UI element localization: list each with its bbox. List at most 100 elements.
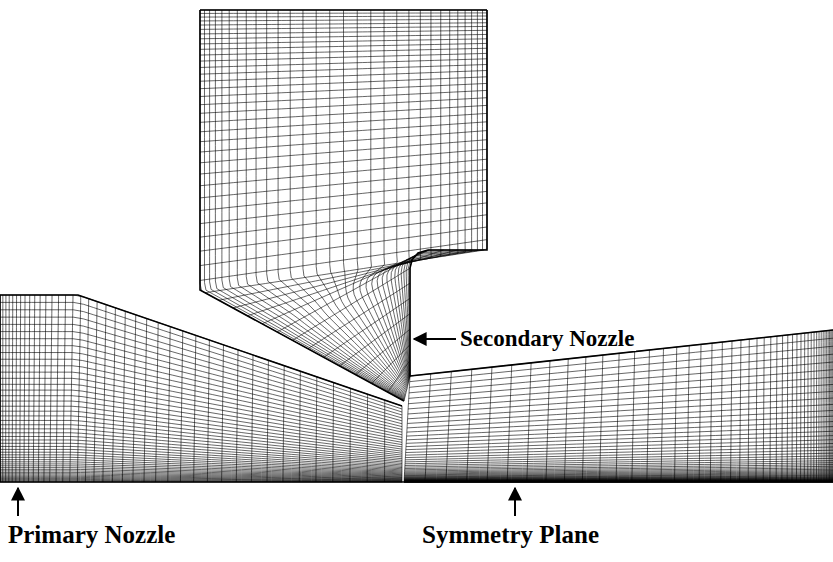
grid-line xyxy=(194,335,196,482)
wall-outline xyxy=(0,481,833,483)
grid-line xyxy=(349,388,351,482)
grid-line xyxy=(315,377,317,482)
wall-outline xyxy=(0,295,1,482)
grid-line xyxy=(404,479,833,481)
grid-line xyxy=(710,343,712,482)
grid-line xyxy=(404,10,472,377)
grid-line xyxy=(406,440,833,453)
grid-line xyxy=(816,332,817,482)
grid-line xyxy=(332,383,334,482)
grid-line xyxy=(507,365,512,482)
grid-line xyxy=(251,355,253,482)
grid-line xyxy=(360,10,408,386)
wall-outline xyxy=(410,10,487,376)
grid-line xyxy=(156,322,159,482)
grid-line xyxy=(0,295,1,482)
grid-line xyxy=(600,355,603,482)
grid-line xyxy=(829,330,830,482)
grid-line xyxy=(787,335,789,482)
grid-line xyxy=(616,353,619,482)
grid-line xyxy=(229,10,404,398)
grid-line xyxy=(407,404,833,427)
grid-line xyxy=(425,374,431,482)
grid-line xyxy=(0,457,402,472)
grid-line xyxy=(0,420,402,457)
grid-line xyxy=(144,319,147,482)
grid-line xyxy=(404,480,833,482)
grid-line xyxy=(112,308,115,482)
grid-line xyxy=(405,450,833,460)
grid-line xyxy=(647,350,650,482)
grid-line xyxy=(781,335,783,482)
grid-line xyxy=(94,302,97,482)
grid-line xyxy=(12,295,14,482)
grid-line xyxy=(0,339,402,424)
grid-line xyxy=(200,10,487,11)
grid-line xyxy=(546,361,550,482)
grid-line xyxy=(38,295,40,482)
leader-arrow xyxy=(514,488,516,516)
grid-line xyxy=(56,295,59,482)
grid-line xyxy=(256,10,405,396)
grid-line xyxy=(405,447,833,458)
grid-line xyxy=(222,345,224,482)
grid-line xyxy=(408,391,833,418)
grid-line xyxy=(406,436,833,450)
grid-line xyxy=(5,295,6,482)
grid-line xyxy=(821,331,822,482)
grid-line xyxy=(406,444,833,456)
grid-line xyxy=(168,327,170,482)
leader-arrow xyxy=(17,488,19,516)
grid-line xyxy=(0,455,402,471)
leader-arrow xyxy=(414,338,456,340)
grid-line xyxy=(407,398,833,423)
grid-line xyxy=(675,347,677,482)
grid-line xyxy=(826,331,827,482)
grid-line xyxy=(813,332,814,482)
grid-line xyxy=(769,337,771,482)
grid-line xyxy=(408,384,833,414)
grid-line xyxy=(404,478,833,480)
grid-line xyxy=(831,330,832,482)
grid-line xyxy=(0,429,402,461)
grid-line xyxy=(0,324,402,418)
grid-line xyxy=(792,334,794,482)
grid-line xyxy=(204,10,404,401)
grid-line xyxy=(24,295,25,482)
grid-line xyxy=(405,453,833,462)
grid-line xyxy=(582,357,586,482)
wall-outline xyxy=(200,10,404,401)
grid-line xyxy=(402,406,403,482)
grid-line xyxy=(405,456,833,464)
grid-line xyxy=(367,394,368,482)
grid-line xyxy=(0,359,402,432)
grid-line xyxy=(763,337,765,482)
grid-line xyxy=(398,10,458,379)
grid-line xyxy=(395,10,450,379)
grid-line xyxy=(0,378,402,440)
grid-line xyxy=(0,396,402,447)
grid-line xyxy=(50,295,52,482)
grid-line xyxy=(409,362,833,398)
grid-line xyxy=(133,315,136,482)
grid-line xyxy=(210,10,405,400)
grid-line xyxy=(407,410,833,432)
grid-line xyxy=(85,299,88,482)
grid-line xyxy=(699,344,701,482)
grid-line xyxy=(19,295,21,482)
grid-line xyxy=(377,10,409,383)
grid-line xyxy=(0,390,402,445)
grid-line xyxy=(70,295,73,482)
grid-line xyxy=(0,460,402,473)
grid-line xyxy=(467,369,472,482)
grid-line xyxy=(406,10,477,377)
grid-line xyxy=(207,340,209,482)
grid-line xyxy=(405,458,833,465)
callout-label: Secondary Nozzle xyxy=(458,326,636,351)
grid-line xyxy=(800,333,801,482)
grid-line xyxy=(222,10,405,399)
grid-line xyxy=(63,295,66,482)
grid-line xyxy=(366,10,408,385)
grid-line xyxy=(487,367,492,482)
